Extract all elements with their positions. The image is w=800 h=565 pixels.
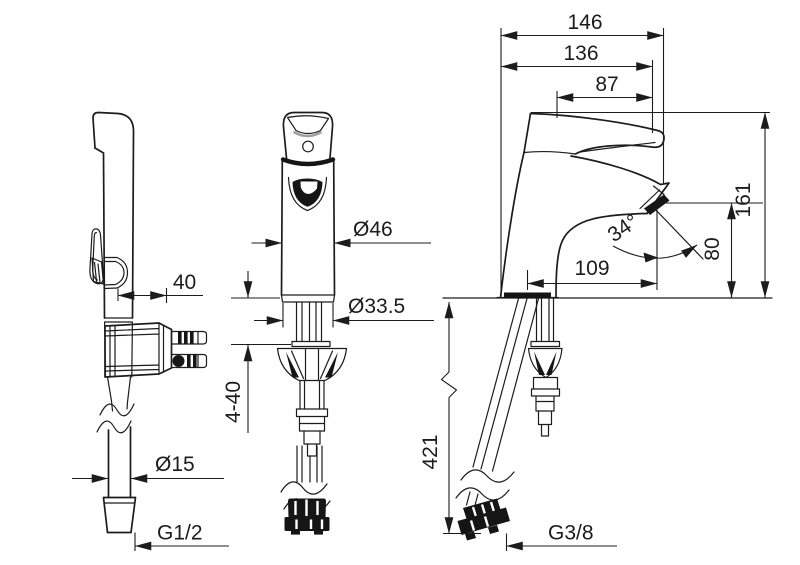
dim-shank-diameter-label: Ø33.5 [348, 295, 405, 318]
dim-body-diameter-label: Ø46 [353, 218, 393, 241]
dim-109-label: 109 [574, 257, 609, 280]
dim-g38-label: G3/8 [548, 522, 594, 545]
dim-136-label: 136 [563, 42, 598, 65]
dim-g12-label: G1/2 [157, 522, 203, 545]
faucet-front-view [276, 111, 348, 535]
faucet-side-view [442, 112, 773, 541]
dim-40-label: 40 [173, 271, 196, 294]
dim-161-label: 161 [732, 182, 755, 217]
faucet-front-dimensions: Ø46 Ø33.5 4-40 [222, 218, 434, 433]
dim-deck-thickness-label: 4-40 [222, 381, 245, 423]
dim-80-label: 80 [701, 237, 724, 260]
handle-button [302, 140, 314, 153]
dim-hose-diameter-label: Ø15 [155, 453, 195, 476]
hand-shower-dimensions: 40 Ø15 G1/2 [72, 271, 229, 551]
dim-421-label: 421 [419, 434, 442, 469]
faucet-side-dimensions: 146 136 87 161 80 109 34° 421 G3/8 [419, 11, 770, 551]
dim-87-label: 87 [595, 73, 618, 96]
handle-accent-line [293, 131, 322, 138]
dim-146-label: 146 [567, 11, 602, 34]
hand-shower-side-view [89, 111, 208, 551]
